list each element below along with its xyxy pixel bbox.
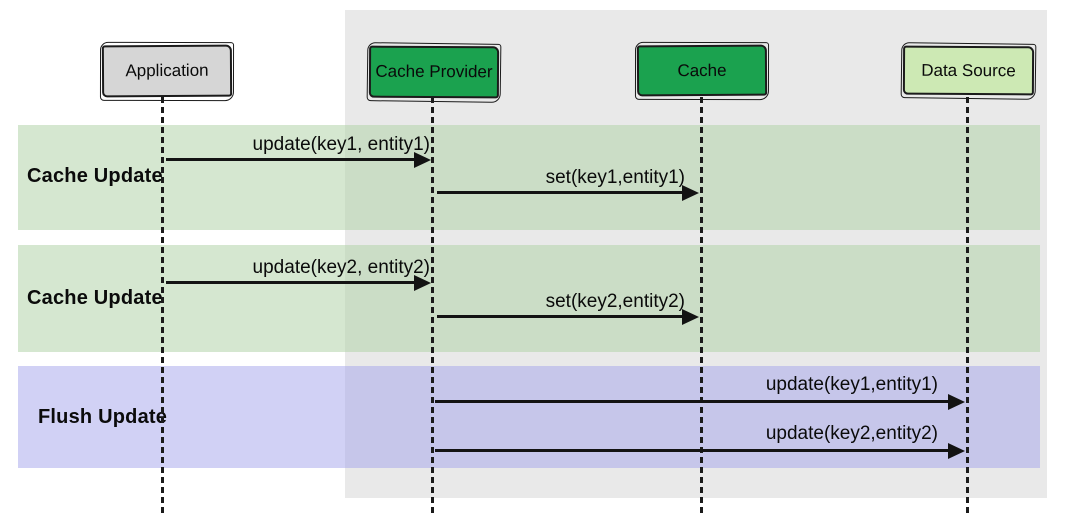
arrowhead-right-icon (414, 274, 431, 291)
message-label-set-key1: set(key1,entity1) (545, 167, 685, 188)
participant-data-source: Data Source (902, 45, 1035, 96)
participant-application: Application (101, 44, 233, 98)
message-arrow-flush-key2 (435, 442, 965, 459)
arrowhead-right-icon (682, 308, 699, 325)
arrowhead-right-icon (948, 393, 965, 410)
lifeline-application (161, 97, 164, 513)
message-arrow-set-key2 (437, 308, 699, 325)
message-label-update-key2: update(key2, entity2) (252, 257, 430, 278)
participant-cache: Cache (636, 44, 768, 97)
arrowhead-right-icon (948, 442, 965, 459)
participant-cache-provider: Cache Provider (368, 45, 500, 99)
lifeline-cache (700, 97, 703, 513)
participant-label: Data Source (921, 60, 1016, 80)
participant-label: Cache Provider (375, 61, 493, 82)
message-label-flush-key1: update(key1,entity1) (765, 374, 938, 395)
message-label-update-key1: update(key1, entity1) (252, 134, 430, 155)
message-label-set-key2: set(key2,entity2) (545, 291, 685, 312)
message-arrow-update-key1 (166, 151, 431, 168)
group-label-cache-update-1: Cache Update (27, 165, 163, 187)
group-label-flush-update: Flush Update (38, 406, 168, 428)
message-arrow-update-key2 (166, 274, 431, 291)
message-arrow-flush-key1 (435, 393, 965, 410)
group-band-cache-update-2 (18, 245, 1040, 352)
lifeline-cache-provider (431, 97, 434, 513)
message-arrow-set-key1 (437, 184, 699, 201)
arrowhead-right-icon (414, 151, 431, 168)
participant-label: Application (125, 60, 209, 81)
group-label-cache-update-2: Cache Update (27, 287, 163, 309)
lifeline-data-source (966, 97, 969, 513)
arrowhead-right-icon (682, 184, 699, 201)
message-label-flush-key2: update(key2,entity2) (765, 423, 938, 444)
group-band-cache-update-1 (18, 125, 1040, 230)
participant-label: Cache (677, 60, 727, 80)
